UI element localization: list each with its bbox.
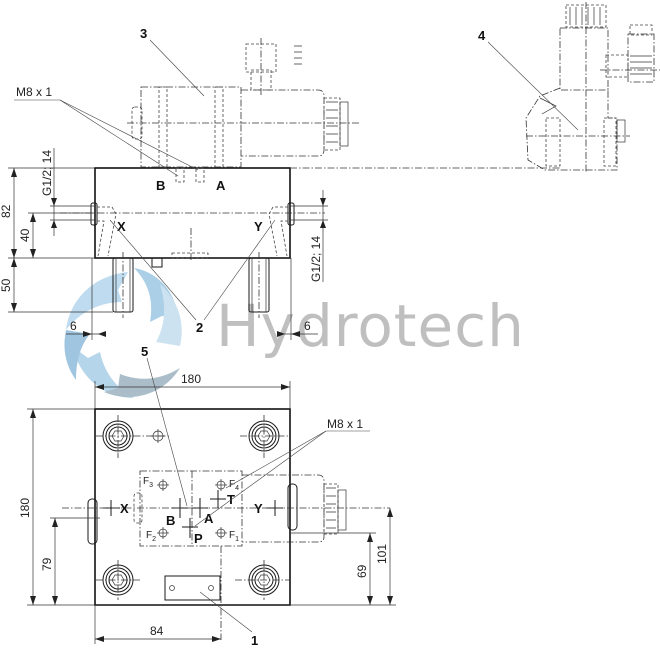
dim-6-right: 6 [304, 319, 311, 333]
directional-valve-3 [127, 38, 360, 168]
port-label-b-side: B [156, 178, 165, 193]
port-label-a-side: A [216, 178, 226, 193]
hydrotech-watermark-text: Hydrotech [216, 292, 525, 360]
dim-40: 40 [18, 228, 32, 242]
thread-g-right: G1/2; 14 [309, 236, 323, 282]
dim-82: 82 [0, 204, 13, 218]
dim-180-height: 180 [18, 498, 32, 518]
callout-4: 4 [478, 28, 486, 43]
dim-50: 50 [0, 278, 13, 292]
callout-2: 2 [196, 320, 203, 335]
port-label-b-plan: B [166, 513, 175, 528]
thread-g-left: G1/2; 14 [40, 150, 54, 196]
callout-3: 3 [140, 26, 147, 41]
thread-m8-plan: M8 x 1 [327, 417, 363, 431]
dim-180-width: 180 [181, 372, 201, 386]
port-label-y-side: Y [254, 219, 263, 234]
dim-69: 69 [355, 564, 369, 578]
dim-79: 79 [40, 557, 54, 571]
callout-1: 1 [251, 633, 258, 648]
port-label-y-plan: Y [254, 501, 263, 516]
port-label-a-plan: A [204, 511, 214, 526]
port-label-x-side: X [117, 219, 126, 234]
dim-84: 84 [150, 624, 164, 638]
side-view: B A X Y 82 [0, 26, 560, 340]
port-label-t-plan: T [227, 492, 235, 507]
callout-5: 5 [141, 344, 148, 359]
port-label-p-plan: P [194, 531, 203, 546]
port-label-x-plan: X [120, 501, 129, 516]
plan-view: F3 F4 F2 F1 X Y B A T P M8 x 1 5 1 [18, 344, 396, 648]
fixing-hole-f2-label: F2 [146, 530, 156, 543]
dim-101: 101 [375, 544, 389, 564]
fixing-hole-f1-label: F1 [229, 530, 239, 543]
fixing-hole-f3-label: F3 [143, 476, 153, 489]
name-plate [164, 575, 221, 601]
directional-valve-4-end-view: 4 [478, 2, 660, 172]
thread-m8-top: M8 x 1 [16, 85, 52, 99]
dim-6-left: 6 [70, 319, 77, 333]
